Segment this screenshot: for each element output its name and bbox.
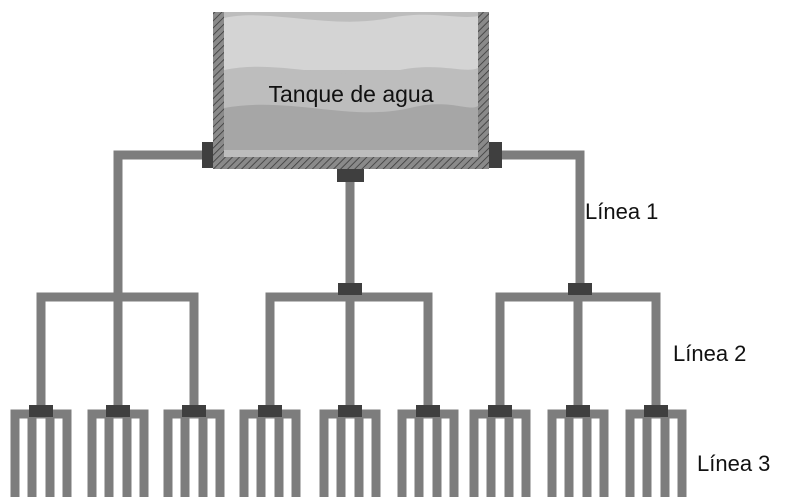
pipe-connector (568, 283, 592, 295)
pipe-connector (29, 405, 53, 417)
pipe-connector (488, 405, 512, 417)
pipe-connector (489, 142, 502, 168)
tank-bottom (213, 157, 489, 169)
pipe-connectors (29, 142, 668, 417)
pipe-network (10, 150, 687, 497)
pipe-connector (337, 169, 364, 182)
level-2-label: Línea 2 (673, 341, 746, 366)
tank-water-wave (224, 14, 478, 70)
pipe-connector (106, 405, 130, 417)
tank-water-wave (224, 66, 478, 110)
tank-left-wall (213, 12, 224, 169)
level-1-label: Línea 1 (585, 199, 658, 224)
tank-water-wave (224, 104, 478, 150)
water-tank: Tanque de agua (213, 12, 489, 169)
pipe-connector (182, 405, 206, 417)
level-3-label: Línea 3 (697, 451, 770, 476)
pipe-connector (416, 405, 440, 417)
pipe-connector (202, 142, 215, 168)
pipe-connector (644, 405, 668, 417)
pipe-connector (338, 283, 362, 295)
tank-label: Tanque de agua (269, 81, 434, 107)
pipe-connector (258, 405, 282, 417)
tank-right-wall (478, 12, 489, 169)
pipe-connector (566, 405, 590, 417)
pipe-connector (338, 405, 362, 417)
